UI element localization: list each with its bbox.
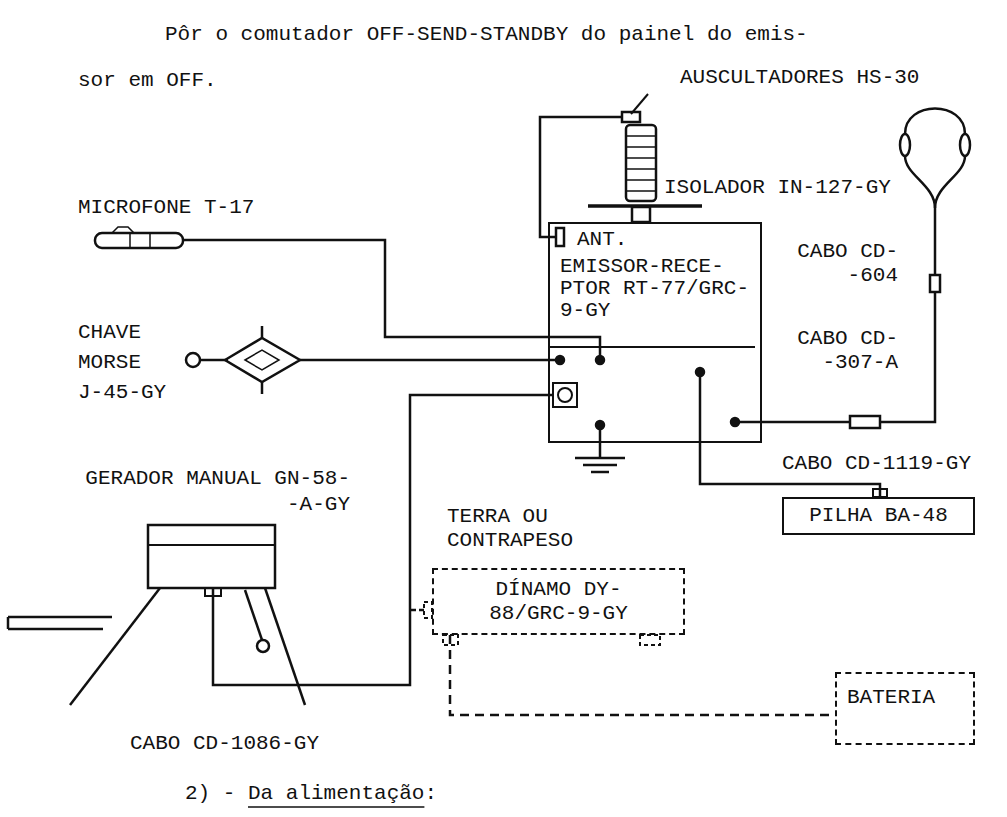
cable-name: CABO CD- -604: [768, 240, 898, 288]
morse-cable: [300, 359, 560, 362]
part-name: ISOLADOR IN-127-GY: [664, 176, 891, 200]
ground-symbol: [575, 425, 625, 472]
headphones: [735, 421, 850, 424]
hand-generator: [205, 588, 221, 596]
insulator: [626, 157, 656, 159]
insulator: [626, 135, 656, 137]
node-text: DÍNAMO DY-88/GRC-9-GY: [459, 578, 659, 626]
dynamo-ports: [410, 609, 424, 612]
part-name: TERRA OU CONTRAPESO: [447, 505, 582, 553]
morse-key: [186, 326, 300, 394]
headphones: [905, 109, 965, 135]
antenna: [540, 117, 622, 237]
microphone: [129, 233, 131, 248]
hand-generator: [8, 617, 112, 629]
part-name: CHAVE MORSE J-45-GY: [78, 318, 170, 408]
part-name: GERADOR MANUAL GN-58- -A-GY: [78, 466, 350, 518]
battery-box: PILHA BA-48: [782, 497, 975, 535]
cable-connector: [450, 635, 835, 715]
insulator: [626, 146, 656, 148]
morse-key: [261, 326, 264, 338]
hand-generator: [245, 590, 262, 640]
transceiver-box: ANT. EMISSOR-RECE- PTOR RT-77/GRC-9-GY: [548, 222, 762, 443]
cable-name: CABO CD-1119-GY: [782, 452, 971, 476]
radio-terminals: [548, 346, 755, 348]
headphones: [850, 416, 880, 428]
hand-generator: [257, 640, 269, 652]
cable-name: CABO CD- -307-A: [768, 327, 898, 375]
microphone: [112, 227, 134, 233]
antenna: [622, 112, 640, 122]
headphones: [960, 134, 970, 156]
dynamo-ports: [640, 635, 660, 645]
morse-key: [186, 353, 200, 367]
instruction-note: Pôr o comutador OFF-SEND-STANDBY do pain…: [78, 12, 833, 104]
morse-key: [225, 338, 300, 382]
node-text: BATERIA: [847, 686, 935, 710]
headphones: [735, 109, 970, 429]
dynamo-ports: [424, 602, 432, 618]
node-text: EMISSOR-RECE- PTOR RT-77/GRC-9-GY: [560, 256, 750, 322]
headphones: [930, 275, 940, 292]
hand-generator: [265, 588, 305, 705]
radio-terminals: [548, 228, 755, 429]
morse-key: [245, 350, 279, 370]
section-heading: 2) - Da alimentação:: [185, 782, 437, 806]
cable-name: CABO CD-1086-GY: [130, 732, 319, 756]
headphones: [900, 134, 910, 156]
radio-terminals: [558, 388, 572, 402]
part-name: AUSCULTADORES HS-30: [680, 66, 919, 90]
ground-symbol: [575, 457, 625, 460]
insulator: [626, 190, 656, 192]
insulator: [626, 125, 656, 201]
part-name: MICROFONE T-17: [78, 196, 254, 220]
insulator: [626, 168, 656, 170]
insulator: [632, 207, 650, 222]
heading-underline: [248, 806, 424, 808]
microphone: [95, 233, 183, 248]
node-text: ANT.: [577, 228, 627, 252]
hand-generator: [8, 525, 305, 705]
headphones: [934, 208, 937, 275]
radio-terminals: [553, 383, 577, 407]
hand-generator: [70, 588, 160, 705]
node-text: PILHA BA-48: [809, 504, 948, 528]
dynamo-box: DÍNAMO DY-88/GRC-9-GY: [432, 568, 685, 635]
hand-generator: [148, 525, 275, 588]
ground-symbol: [591, 471, 609, 474]
hand-generator: [148, 544, 275, 546]
battery-cable-stub: [699, 372, 702, 443]
microphone: [95, 227, 183, 248]
microphone-cable: [183, 240, 600, 360]
headphones: [935, 156, 965, 208]
radio-terminals: [556, 228, 564, 246]
ground-symbol: [583, 464, 617, 467]
insulator: [626, 179, 656, 181]
battery-box: BATERIA: [835, 672, 975, 745]
morse-key: [261, 382, 264, 394]
headphones: [905, 156, 935, 208]
insulator: [588, 125, 702, 222]
microphone: [149, 233, 151, 248]
